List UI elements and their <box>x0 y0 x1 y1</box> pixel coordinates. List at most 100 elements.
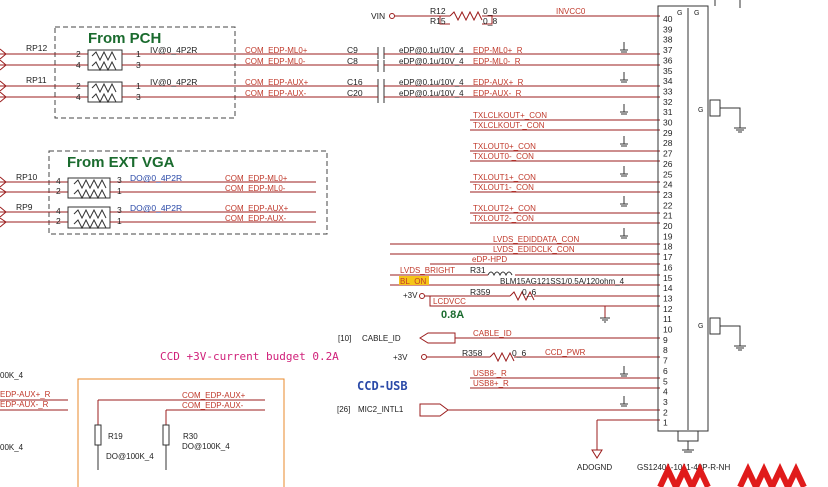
rp10-ref: RP10 <box>16 172 38 182</box>
connector-pin-28: 28 <box>663 138 673 148</box>
lcdvcc-net: LCDVCC <box>433 297 466 306</box>
bl-on-highlight <box>399 276 429 285</box>
bead-value: BLM15AG121SS1/0.5A/120ohm_4 <box>500 277 625 286</box>
connector-pin-33: 33 <box>663 86 673 96</box>
connector-pin-3: 3 <box>663 397 668 407</box>
c8-net: EDP-ML0-_R <box>473 57 521 66</box>
usb8-n-net: USB8-_R <box>473 369 507 378</box>
connector-pin-30: 30 <box>663 118 673 128</box>
bl-net-p: COM_EDP-AUX+ <box>182 391 246 400</box>
bottom-left-block: 00K_4 EDP-AUX+_R EDP-AUX-_R 00K_4 COM_ED… <box>0 371 285 487</box>
mic-port: MIC2_INTL1 <box>358 405 404 414</box>
connector-pin-36: 36 <box>663 55 673 65</box>
adognd-block: ADOGND <box>577 419 660 472</box>
connector-pin-35: 35 <box>663 66 673 76</box>
rp12-pin-d: 3 <box>136 60 141 70</box>
r358-ref: R358 <box>462 348 483 358</box>
connector-g-top-1: G <box>677 10 682 17</box>
ccd-usb-title: CCD-USB <box>357 379 408 393</box>
bl-frag-2: EDP-AUX+_R <box>0 390 51 399</box>
bl-on-net: BL_ON <box>400 277 426 286</box>
plus3v-a-label: +3V <box>403 291 418 300</box>
connector-pin-9: 9 <box>663 335 668 345</box>
watermark-fragment <box>657 462 807 487</box>
r358-value: 0_6 <box>512 348 526 358</box>
connector-pin-26: 26 <box>663 159 673 169</box>
rp11-pin-a: 2 <box>76 81 81 91</box>
connector-pin-10: 10 <box>663 325 673 335</box>
rp12-pin-c: 1 <box>136 49 141 59</box>
connector-pin-12: 12 <box>663 304 673 314</box>
mic-block: [26] MIC2_INTL1 <box>337 403 660 417</box>
rp12-resistor-pack: RP12 2 4 1 3 IV@0_4P2R COM_EDP-ML0+ COM_… <box>0 43 345 72</box>
lvds-signal-wires: TXLCLKOUT+_CON TXLCLKOUT-_CON TXLOUT0+_C… <box>390 111 660 265</box>
rp12-ref: RP12 <box>26 43 48 53</box>
rp10-net-p: COM_EDP-ML0+ <box>225 174 288 183</box>
edid-data-net: LVDS_EDIDDATA_CON <box>493 235 579 244</box>
plus3v-b-label: +3V <box>393 353 408 362</box>
connector-pin-14: 14 <box>663 283 673 293</box>
bl-frag-1: 00K_4 <box>0 371 24 380</box>
connector-pin-22: 22 <box>663 200 673 210</box>
r359-value: 0_6 <box>522 287 536 297</box>
r359-ref: R359 <box>470 287 491 297</box>
rp10-value: DO@0_4P2R <box>130 173 182 183</box>
rp12-pin-a: 2 <box>76 49 81 59</box>
rp11-ref: RP11 <box>26 75 47 85</box>
c16-value: eDP@0.1u/10V_4 <box>399 78 464 87</box>
c16-ref: C16 <box>347 77 363 87</box>
rp10-pin-a: 4 <box>56 176 61 186</box>
connector-pin-16: 16 <box>663 262 673 272</box>
c20-value: eDP@0.1u/10V_4 <box>399 89 464 98</box>
connector-g-mid-1: G <box>698 107 703 114</box>
bl-frag-3: EDP-AUX-_R <box>0 400 49 409</box>
connector-pin-13: 13 <box>663 293 673 303</box>
pch-group-box <box>54 26 236 119</box>
r12-ref: R12 <box>430 6 446 16</box>
vga-group-title: From EXT VGA <box>67 154 175 171</box>
c8-value: eDP@0.1u/10V_4 <box>399 57 464 66</box>
rp9-net-n: COM_EDP-AUX- <box>225 214 287 223</box>
vin-label: VIN <box>371 11 385 21</box>
ccd-pwr-net: CCD_PWR <box>545 348 586 357</box>
invcc0-net: INVCC0 <box>556 7 586 16</box>
connector-pin-6: 6 <box>663 366 668 376</box>
connector-pin-21: 21 <box>663 211 673 221</box>
rp12-pin-b: 4 <box>76 60 81 70</box>
rp10-net-n: COM_EDP-ML0- <box>225 184 286 193</box>
connector-pin-18: 18 <box>663 242 673 252</box>
rp9-ref: RP9 <box>16 202 33 212</box>
c20-ref: C20 <box>347 88 363 98</box>
connector-pin-40: 40 <box>663 14 673 24</box>
ccd-budget-note: CCD +3V-current budget 0.2A <box>160 350 339 363</box>
orange-box <box>77 378 285 487</box>
rp10-pin-d: 1 <box>117 186 122 196</box>
c16-net: EDP-AUX+_R <box>473 78 524 87</box>
bl-net-n: COM_EDP-AUX- <box>182 401 244 410</box>
txclk-p-net: TXLCLKOUT+_CON <box>473 111 547 120</box>
tx1-n-net: TXLOUT1-_CON <box>473 183 534 192</box>
connector-pin-29: 29 <box>663 128 673 138</box>
connector-pin-23: 23 <box>663 190 673 200</box>
rp12-net-n: COM_EDP-ML0- <box>245 57 306 66</box>
ground-symbols <box>620 42 628 407</box>
rp10-pin-b: 2 <box>56 186 61 196</box>
r19-value: DO@100K_4 <box>106 452 154 461</box>
c8-ref: C8 <box>347 56 358 66</box>
connector-pin-2: 2 <box>663 407 668 417</box>
tx1-p-net: TXLOUT1+_CON <box>473 173 536 182</box>
edid-clk-net: LVDS_EDIDCLK_CON <box>493 245 575 254</box>
connector-g-top-2: G <box>694 10 699 17</box>
connector-40pin: G G G G GS12401-1011-40P-R-NH 4039383736… <box>637 0 746 472</box>
txclk-n-net: TXLCLKOUT-_CON <box>473 121 545 130</box>
bl-frag-4: 00K_4 <box>0 443 24 452</box>
connector-pin-4: 4 <box>663 387 668 397</box>
rp12-value: IV@0_4P2R <box>150 45 197 55</box>
rp9-pin-b: 2 <box>56 216 61 226</box>
r15-value: 0_8 <box>483 16 497 26</box>
rp11-pin-c: 1 <box>136 81 141 91</box>
rp9-value: DO@0_4P2R <box>130 203 182 213</box>
rp12-net-p: COM_EDP-ML0+ <box>245 46 308 55</box>
lvds-bright-net: LVDS_BRIGHT <box>400 266 455 275</box>
